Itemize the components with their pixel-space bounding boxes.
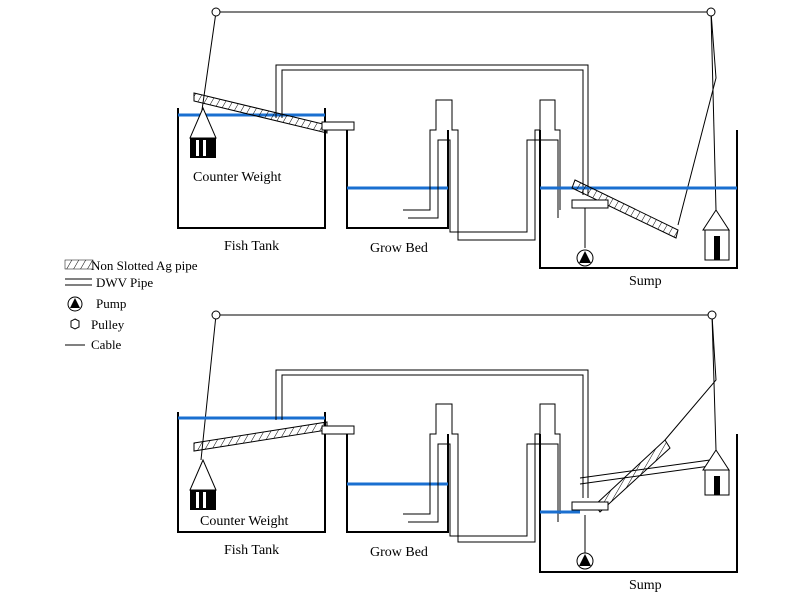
legend-pump: Pump — [96, 296, 126, 311]
dwv-return-pipe — [275, 64, 589, 195]
pulley-icon — [211, 310, 221, 320]
dwv-pipe — [321, 121, 355, 131]
sump-label: Sump — [629, 274, 662, 289]
pulley-icon — [70, 318, 80, 330]
ag-pipe — [594, 439, 671, 513]
counter-weight-label: Counter Weight — [193, 170, 282, 185]
grow-bed-label: Grow Bed — [370, 241, 428, 256]
fish-tank — [177, 412, 326, 533]
fish-tank-label: Fish Tank — [224, 543, 279, 558]
legend-pulley: Pulley — [91, 317, 125, 332]
pulley-icon — [706, 7, 716, 17]
grow-bed-label: Grow Bed — [370, 545, 428, 560]
sump-label: Sump — [629, 578, 662, 593]
top-scenario: Counter Weight Fish Tank Grow Bed Sump — [177, 7, 738, 289]
legend-ag-pipe: Non Slotted Ag pipe — [91, 258, 198, 273]
fish-tank — [177, 108, 326, 229]
ag-pipe — [193, 421, 328, 452]
bottom-scenario: Counter Weight Fish Tank Grow Bed Sump — [177, 310, 738, 593]
cable-to-weight — [710, 11, 717, 211]
dwv-pipe — [321, 425, 355, 435]
dwv-pipe — [571, 199, 609, 209]
ag-pipe — [193, 92, 328, 134]
siphon-pipe — [403, 99, 561, 241]
legend-ag-pipe-swatch — [64, 259, 94, 270]
sump-tank — [539, 130, 738, 269]
legend-dwv-pipe: DWV Pipe — [96, 275, 153, 290]
legend: Non Slotted Ag pipe DWV Pipe Pump Pulley… — [64, 258, 198, 352]
counter-weight-hanger — [189, 106, 217, 139]
dwv-pipe — [571, 501, 609, 511]
ag-pipe — [571, 179, 679, 239]
fish-tank-label: Fish Tank — [224, 239, 279, 254]
pulley-icon — [707, 310, 717, 320]
counter-weight-label: Counter Weight — [200, 514, 289, 529]
legend-cable: Cable — [91, 337, 122, 352]
sump-tank — [539, 434, 738, 573]
grow-bed — [346, 130, 449, 229]
pulley-icon — [211, 7, 221, 17]
